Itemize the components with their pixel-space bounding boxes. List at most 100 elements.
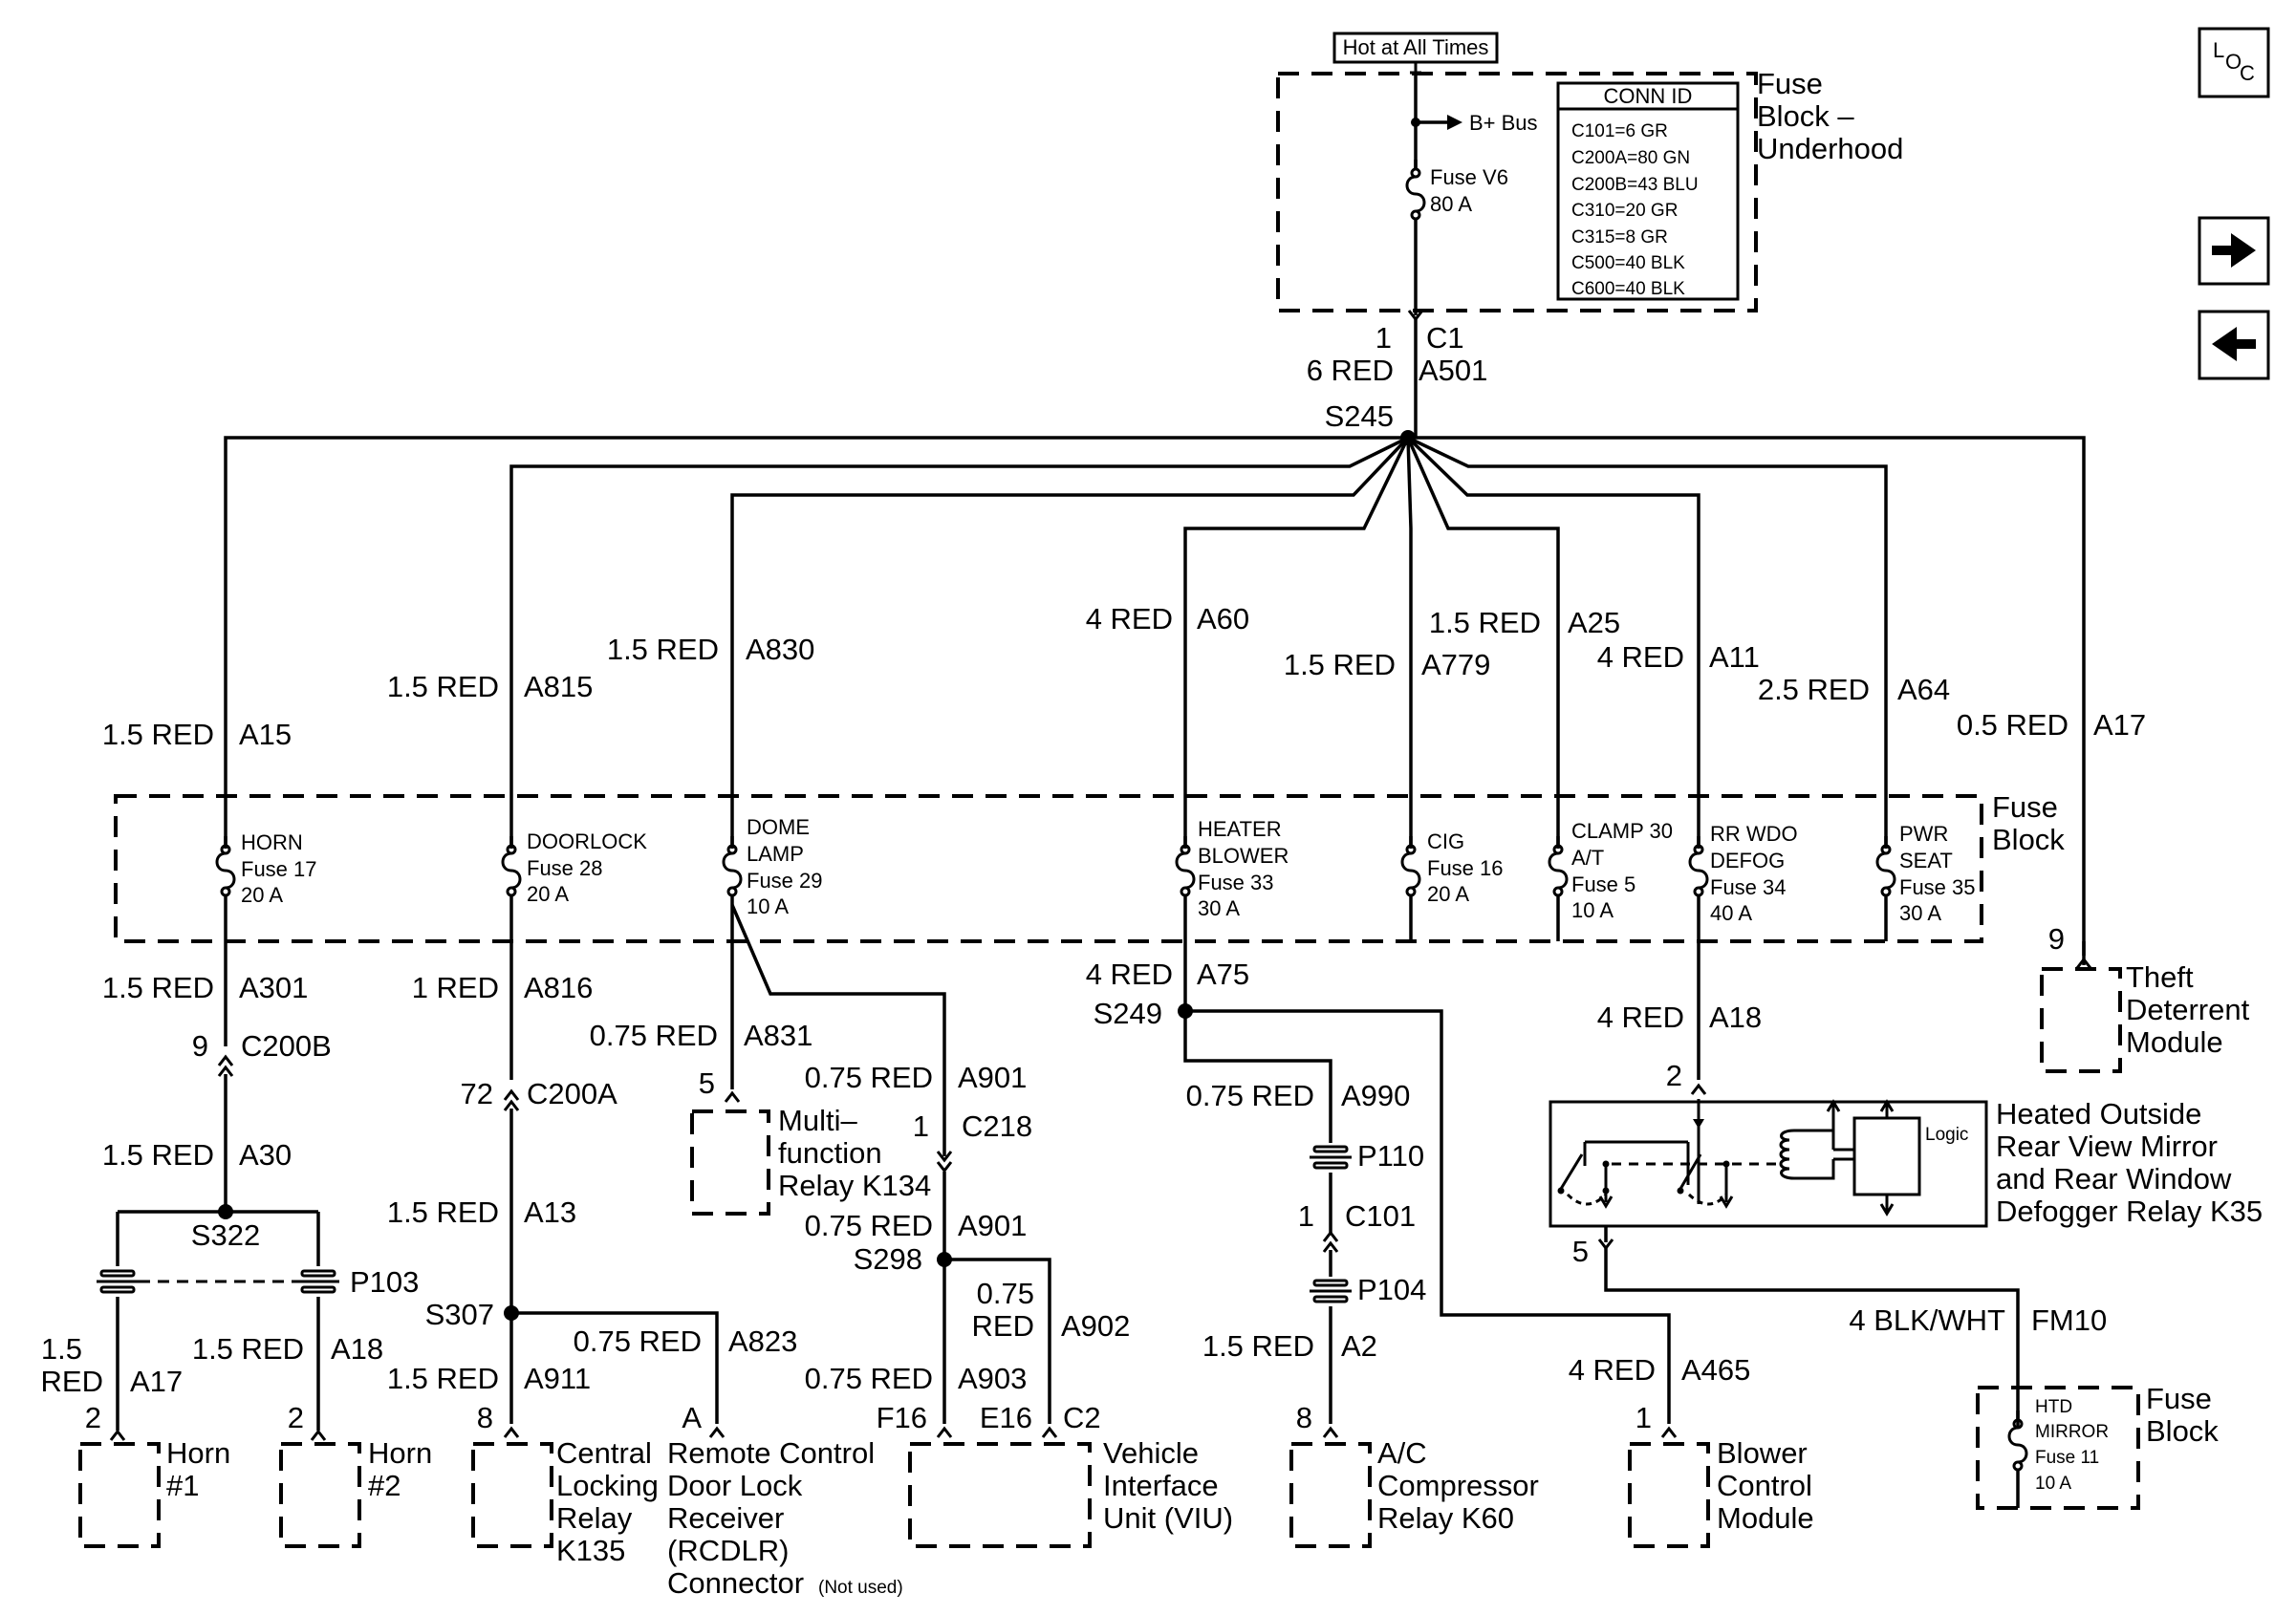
fuse-label: 20 A	[527, 882, 569, 906]
pin-label: 1	[913, 1109, 929, 1143]
fuse-symbol	[1548, 834, 1569, 907]
inline-connector	[295, 1269, 341, 1294]
component-label: Relay K134	[778, 1169, 931, 1202]
component-label: Compressor	[1377, 1469, 1539, 1502]
feed-wire: 6 RED	[1307, 354, 1394, 387]
wire-label: 1.5 RED	[102, 1138, 214, 1172]
circuit-label: A301	[239, 971, 308, 1004]
component-label: Blower	[1717, 1436, 1808, 1470]
fuse-label: Fuse 5	[1571, 872, 1635, 896]
component-label: Receiver	[667, 1501, 784, 1535]
multifunction-relay-box	[690, 1109, 770, 1216]
circuit-label: A17	[130, 1365, 183, 1398]
fuse-block-title: Fuse	[2146, 1382, 2212, 1415]
c1-pin: 1	[1375, 321, 1392, 355]
fuse-label: DOME	[747, 815, 810, 839]
loc-letter: C	[2240, 61, 2255, 85]
pin-label: 2	[288, 1401, 304, 1434]
fuse-label: CLAMP 30	[1571, 819, 1673, 843]
wire-label: RED	[972, 1309, 1034, 1343]
fuse-label: RR WDO	[1710, 822, 1798, 846]
wire-label: 0.75 RED	[805, 1209, 933, 1242]
central-locking-relay-box	[471, 1442, 553, 1548]
back-arrow-icon[interactable]	[2198, 310, 2270, 380]
wire-label: 1.5	[41, 1332, 82, 1366]
fuse-label: HTD	[2035, 1397, 2072, 1417]
fuse-label: Fuse 17	[241, 857, 317, 881]
branch-circuit: A64	[1897, 673, 1950, 706]
fuse-label: 30 A	[1899, 901, 1941, 925]
branch-circuit: A779	[1421, 648, 1490, 681]
circuit-label: A901	[958, 1209, 1027, 1242]
circuit-label: A901	[958, 1061, 1027, 1094]
pin-label: 1	[1298, 1199, 1314, 1233]
fuse-symbol	[1875, 834, 1896, 907]
circuit-label: A18	[1709, 1001, 1762, 1034]
fuse-label: 40 A	[1710, 901, 1752, 925]
forward-arrow-icon[interactable]	[2198, 216, 2270, 286]
fuse-block-title: Block	[1992, 823, 2065, 856]
component-label: K135	[556, 1534, 625, 1567]
loc-letter: O	[2225, 50, 2242, 74]
p103-label: P103	[350, 1265, 419, 1299]
relay-label: Defogger Relay K35	[1996, 1195, 2263, 1228]
component-label: Door Lock	[667, 1469, 803, 1502]
feed-circuit: A501	[1419, 354, 1487, 387]
horn-2-box	[279, 1442, 361, 1548]
connector-label: C200A	[527, 1077, 617, 1110]
fuse-label: Fuse 11	[2035, 1448, 2099, 1468]
fuse-symbol	[2007, 1409, 2028, 1481]
fuse-block	[114, 794, 1983, 943]
branch-circuit: A11	[1709, 640, 1760, 674]
branch-wire: 1.5 RED	[1284, 648, 1396, 681]
component-label: Deterrent	[2126, 993, 2250, 1026]
wire-label: 4 RED	[1569, 1353, 1656, 1387]
circuit-label: A990	[1341, 1079, 1410, 1112]
logic-block	[1852, 1116, 1921, 1196]
wire-label: 0.75 RED	[805, 1061, 933, 1094]
splice-s307: S307	[425, 1298, 494, 1331]
pin-label: A	[682, 1401, 702, 1434]
component-label: Theft	[2126, 960, 2194, 994]
component-label: #1	[166, 1469, 199, 1502]
component-label: function	[778, 1136, 882, 1170]
component-label: Relay K60	[1377, 1501, 1514, 1535]
hot-at-all-times-label: Hot at All Times	[1343, 35, 1489, 59]
fuse-v6-rating: 80 A	[1430, 192, 1472, 216]
pin-label: 5	[699, 1066, 715, 1100]
branch-wire: 1.5 RED	[387, 670, 499, 703]
wire-label: RED	[41, 1365, 103, 1398]
fuse-block-title: Fuse	[1992, 790, 2058, 824]
splice-s298: S298	[854, 1242, 922, 1276]
branch-wire: 1.5 RED	[607, 633, 719, 666]
conn-id-row: C600=40 BLK	[1571, 279, 1685, 299]
fuse-label: DEFOG	[1710, 849, 1785, 872]
fuse-label: Fuse 35	[1899, 875, 1976, 899]
fuse-symbol	[1175, 834, 1196, 907]
branch-circuit: A830	[746, 633, 814, 666]
conn-id-row: C200B=43 BLU	[1571, 175, 1699, 195]
pin-label: E16	[980, 1401, 1032, 1434]
component-label: Locking	[556, 1469, 659, 1502]
defogger-relay-box	[1549, 1100, 1988, 1228]
relay-label: Heated Outside	[1996, 1097, 2201, 1130]
underhood-title-line: Block –	[1757, 99, 1854, 133]
pin-label: 2	[1666, 1059, 1682, 1092]
pin-label: 5	[1572, 1235, 1589, 1268]
wire-label: 0.75 RED	[574, 1324, 702, 1358]
connector-label: C218	[962, 1109, 1032, 1143]
horn-1-box	[78, 1442, 161, 1548]
pin-label: 1	[1635, 1401, 1652, 1434]
fuse-label: A/T	[1571, 846, 1604, 870]
fuse-symbol	[1688, 834, 1709, 907]
fuse-label: Fuse 34	[1710, 875, 1787, 899]
loc-icon[interactable]: L O C	[2198, 27, 2270, 98]
fuse-v6-symbol	[1405, 158, 1426, 230]
component-label: Control	[1717, 1469, 1812, 1502]
fuse-label: 10 A	[747, 894, 789, 918]
circuit-label: A465	[1681, 1353, 1750, 1387]
theft-deterrent-box	[2040, 967, 2122, 1073]
inline-connector	[1308, 1145, 1354, 1170]
fuse-symbol	[1400, 834, 1421, 907]
wire-label: 1.5 RED	[387, 1362, 499, 1395]
